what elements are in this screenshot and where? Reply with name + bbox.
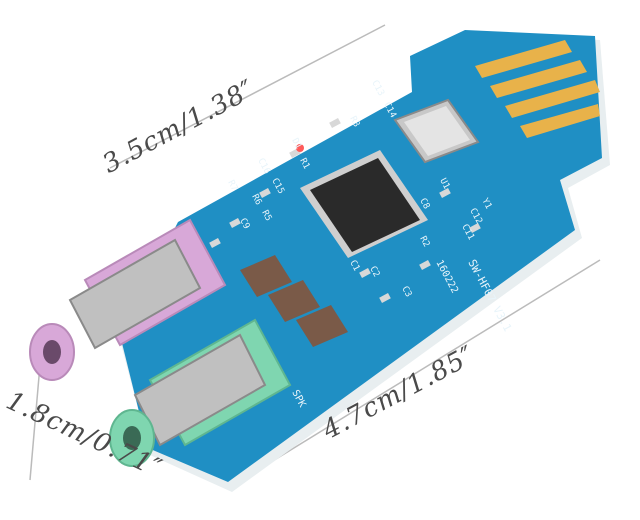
- speaker-jack: [109, 318, 292, 467]
- silkscreen-ref: R3: [347, 115, 361, 129]
- silkscreen-ref: U1: [437, 177, 451, 191]
- crystal-oscillator: [393, 98, 480, 164]
- capacitors: [240, 255, 348, 347]
- mic-jack: [29, 218, 227, 381]
- silkscreen-ref: R2: [417, 235, 431, 249]
- silkscreen-ref: R7: [225, 179, 239, 193]
- silkscreen-ref: C1: [347, 259, 361, 273]
- audio-chip: [300, 150, 428, 258]
- usb-contacts: [475, 40, 600, 138]
- silkscreen-ref: C2: [367, 265, 381, 279]
- width-dimension-line: [109, 24, 386, 169]
- silkscreen-ref: R1: [297, 157, 311, 171]
- silkscreen-ref: C13: [369, 79, 385, 98]
- height-dimension-line: [29, 364, 41, 481]
- silkscreen-ref: R5: [259, 209, 273, 223]
- silkscreen-ref: R6: [249, 193, 263, 207]
- led-indicator: [296, 144, 304, 152]
- silkscreen-ref: C9: [237, 217, 251, 231]
- silkscreen-ref: C3: [399, 285, 413, 299]
- length-dimension-line: [249, 259, 601, 476]
- silkscreen-ref: D1: [289, 137, 303, 151]
- silkscreen-ref: C8: [417, 197, 431, 211]
- silkscreen-ref: Y1: [479, 197, 493, 211]
